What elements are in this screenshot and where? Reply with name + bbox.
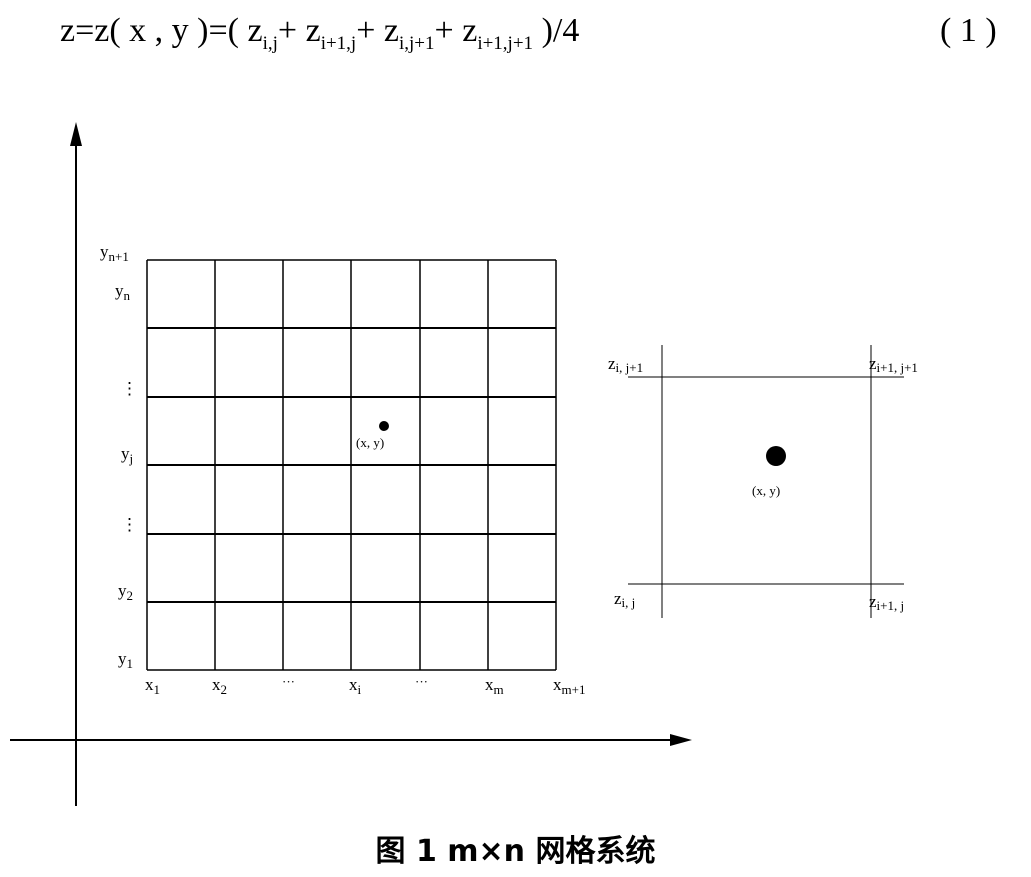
y-label-1: y1 <box>118 649 133 671</box>
y-label-n: yn <box>115 281 131 303</box>
equation-number: ( 1 ) <box>940 12 997 49</box>
y-label-n-plus-1: yn+1 <box>100 242 129 264</box>
equation-term-4-sub: i+1,j+1 <box>477 33 534 54</box>
y-vertical-dots-lower: ⋮ <box>121 515 138 534</box>
y-label-j: yj <box>121 444 133 466</box>
grid-point-label: (x, y) <box>356 435 384 450</box>
equation-plus-1: + <box>277 12 306 49</box>
y-label-2: y2 <box>118 581 133 603</box>
x-label-1: x1 <box>145 675 160 697</box>
x-label-m: xm <box>485 675 504 697</box>
cell-label-top-left: zi, j+1 <box>608 354 643 375</box>
cell-label-top-right: zi+1, j+1 <box>869 354 918 375</box>
cell-label-bottom-left: zi, j <box>614 589 635 610</box>
grid-point-marker <box>379 421 389 431</box>
x-dots-left: ··· <box>282 674 295 689</box>
cell-point-marker <box>766 446 786 466</box>
equation-tail: )/4 <box>533 12 580 49</box>
y-axis-arrow <box>70 122 82 146</box>
equation-term-3-sub: i,j+1 <box>399 33 435 54</box>
equation-plus-2: + <box>356 12 384 49</box>
x-dots-right: ··· <box>415 674 428 689</box>
equation-term-1-sub: i,j <box>262 33 278 54</box>
x-axis-arrow <box>670 734 692 746</box>
cell-label-bottom-right: zi+1, j <box>869 592 904 613</box>
y-vertical-dots-upper: ⋮ <box>121 379 138 398</box>
equation-plus-3: + <box>434 12 463 49</box>
equation-term-2: z <box>305 12 321 49</box>
x-label-m-plus-1: xm+1 <box>553 675 585 697</box>
x-label-2: x2 <box>212 675 227 697</box>
equation-term-3: z <box>383 12 399 49</box>
cell-detail <box>628 345 904 618</box>
x-label-i: xi <box>349 675 362 697</box>
interpolation-equation: z=z( x , y )=( zi,j+ zi+1,j+ zi,j+1+ zi+… <box>60 12 579 55</box>
equation-term-1: z <box>247 12 263 49</box>
equation-lhs: z=z( x , y )=( <box>60 12 248 49</box>
cell-point-label: (x, y) <box>752 483 780 498</box>
figure-caption: 图 1 m×n 网格系统 <box>375 834 656 869</box>
equation-term-2-sub: i+1,j <box>320 33 357 54</box>
mesh-grid <box>146 259 557 671</box>
equation-term-4: z <box>462 12 478 49</box>
